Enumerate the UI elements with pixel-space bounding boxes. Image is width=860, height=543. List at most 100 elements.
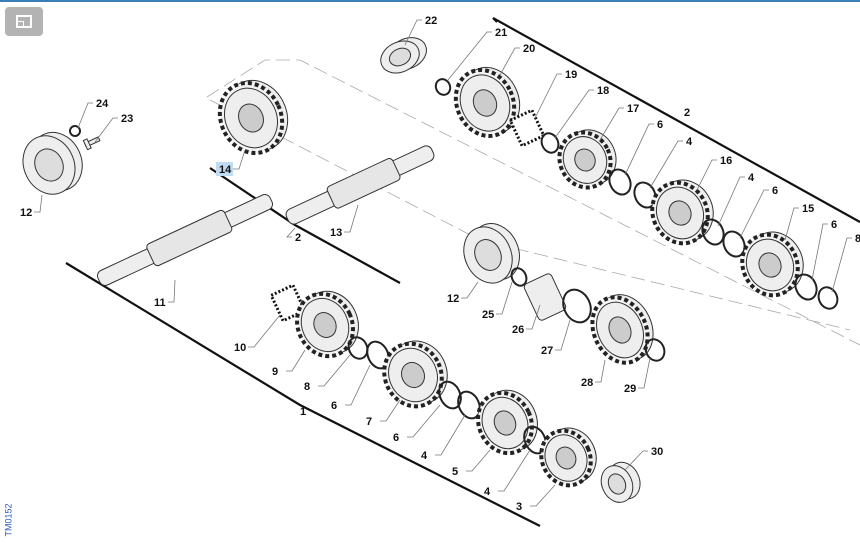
leader-line	[499, 47, 520, 76]
gear-7	[382, 340, 448, 409]
leader-line	[554, 89, 594, 139]
bearing-30	[600, 461, 641, 503]
callout-29[interactable]: 29	[624, 383, 636, 395]
callout-8[interactable]: 8	[304, 381, 310, 393]
circlip-6	[608, 168, 632, 196]
leader-line	[345, 364, 371, 406]
callout-2[interactable]: 2	[295, 232, 301, 244]
needle-cage-10	[269, 283, 307, 323]
callout-21[interactable]: 21	[495, 27, 507, 39]
callout-16[interactable]: 16	[720, 155, 732, 167]
gear-16	[650, 179, 714, 246]
callout-4[interactable]: 4	[484, 486, 491, 498]
callout-4[interactable]: 4	[748, 172, 755, 184]
leader-line	[811, 223, 828, 281]
leader-line	[404, 19, 422, 46]
ring-25	[510, 267, 528, 287]
callout-2[interactable]: 2	[684, 107, 690, 119]
leader-line	[717, 176, 745, 227]
top-border	[0, 0, 860, 2]
leader-line	[784, 207, 799, 241]
callout-30[interactable]: 30	[651, 446, 663, 458]
callout-25[interactable]: 25	[482, 309, 494, 321]
gear-17	[557, 129, 617, 190]
callout-19[interactable]: 19	[565, 69, 577, 81]
callout-14[interactable]: 14	[219, 164, 232, 176]
gear-20	[453, 66, 521, 139]
shaft-13	[285, 145, 435, 225]
washer-4b	[701, 218, 725, 246]
leader-line	[248, 314, 281, 348]
circlip-6c	[794, 273, 818, 301]
leader-line	[447, 31, 492, 81]
leader-line	[526, 304, 541, 330]
leader-line	[498, 449, 531, 492]
gear-14	[217, 79, 289, 156]
callout-4[interactable]: 4	[421, 450, 428, 462]
leader-line	[624, 123, 654, 176]
callout-22[interactable]: 22	[425, 15, 437, 27]
callout-12[interactable]: 12	[447, 293, 459, 305]
leader-line	[831, 237, 852, 293]
washer-21	[434, 78, 452, 96]
callout-27[interactable]: 27	[541, 345, 553, 357]
leader-line	[233, 149, 246, 170]
leader-line	[286, 227, 296, 238]
callout-15[interactable]: 15	[802, 203, 814, 215]
leader-line	[435, 414, 466, 456]
callout-6[interactable]: 6	[657, 119, 663, 131]
circlip-6e	[438, 380, 462, 410]
callout-4[interactable]: 4	[686, 136, 693, 148]
highlight-box	[216, 162, 233, 176]
callout-8[interactable]: 8	[855, 233, 860, 245]
callout-6[interactable]: 6	[831, 219, 837, 231]
gear-15	[740, 231, 804, 298]
bush-26	[523, 273, 567, 321]
leader-line	[466, 449, 491, 472]
callout-18[interactable]: 18	[597, 85, 609, 97]
circlip-29	[644, 338, 666, 362]
callout-11[interactable]: 11	[154, 297, 166, 309]
washer-8	[817, 286, 839, 310]
leader-line	[599, 107, 624, 141]
callout-17[interactable]: 17	[627, 103, 639, 115]
circlip-6b	[722, 230, 746, 258]
callout-24[interactable]: 24	[96, 98, 109, 110]
callout-6[interactable]: 6	[772, 185, 778, 197]
washer-18	[540, 132, 560, 154]
brackets	[65, 17, 860, 527]
gear-5	[476, 389, 538, 456]
callout-28[interactable]: 28	[581, 377, 593, 389]
leader-line	[534, 73, 562, 119]
fit-view-icon	[16, 15, 32, 28]
callout-3[interactable]: 3	[516, 501, 522, 513]
bearing-12b	[463, 223, 520, 284]
callout-5[interactable]: 5	[452, 466, 458, 478]
leader-line	[530, 484, 556, 507]
leader-line	[638, 357, 651, 389]
callout-7[interactable]: 7	[366, 416, 372, 428]
washer-8b	[347, 336, 369, 360]
callout-10[interactable]: 10	[234, 342, 246, 354]
callout-26[interactable]: 26	[512, 324, 524, 336]
callout-6[interactable]: 6	[331, 400, 337, 412]
leader-line	[286, 349, 306, 372]
leader-line	[94, 117, 118, 143]
seal-27	[562, 288, 592, 324]
callout-23[interactable]: 23	[121, 113, 133, 125]
callout-20[interactable]: 20	[523, 43, 535, 55]
callout-6[interactable]: 6	[393, 432, 399, 444]
gear-3	[539, 427, 597, 488]
leader-line	[624, 450, 648, 471]
callout-13[interactable]: 13	[330, 227, 342, 239]
bearing-12	[22, 131, 83, 195]
callout-12[interactable]: 12	[20, 207, 32, 219]
fit-view-button[interactable]	[5, 7, 43, 36]
callout-9[interactable]: 9	[272, 366, 278, 378]
washer-4d	[523, 425, 547, 455]
shaft-11	[96, 194, 274, 286]
callout-1[interactable]: 1	[300, 406, 306, 418]
leader-line	[739, 189, 769, 239]
